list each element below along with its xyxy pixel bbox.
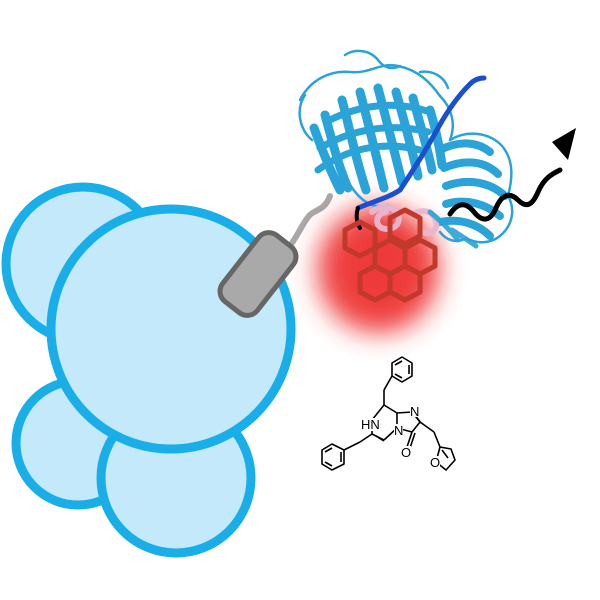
- fused-ring-fluorophore-icon: [342, 207, 438, 303]
- atom-label-nh: HN: [361, 417, 380, 432]
- bead-cluster-icon: [1, 182, 296, 558]
- atom-label-n: N: [410, 404, 419, 419]
- atom-label-n-bridge: N: [394, 423, 403, 438]
- label-bg-nh: [360, 418, 376, 431]
- imidazopyrazinone-substrate-icon: [321, 356, 456, 471]
- atom-label-o-furan: O: [430, 455, 440, 470]
- label-bg-o-furan: [430, 456, 440, 468]
- label-bg-n: [410, 405, 419, 417]
- label-bg-n-bridge: [394, 424, 403, 436]
- wavy-photon-arrow-icon: [447, 128, 576, 222]
- atom-label-o-carbonyl: O: [401, 445, 411, 460]
- luciferase-ribbon-icon: [298, 49, 514, 249]
- tether-line: [289, 193, 333, 246]
- label-bg-o-carbonyl: [401, 446, 411, 459]
- linker-capsule-icon: [217, 230, 299, 318]
